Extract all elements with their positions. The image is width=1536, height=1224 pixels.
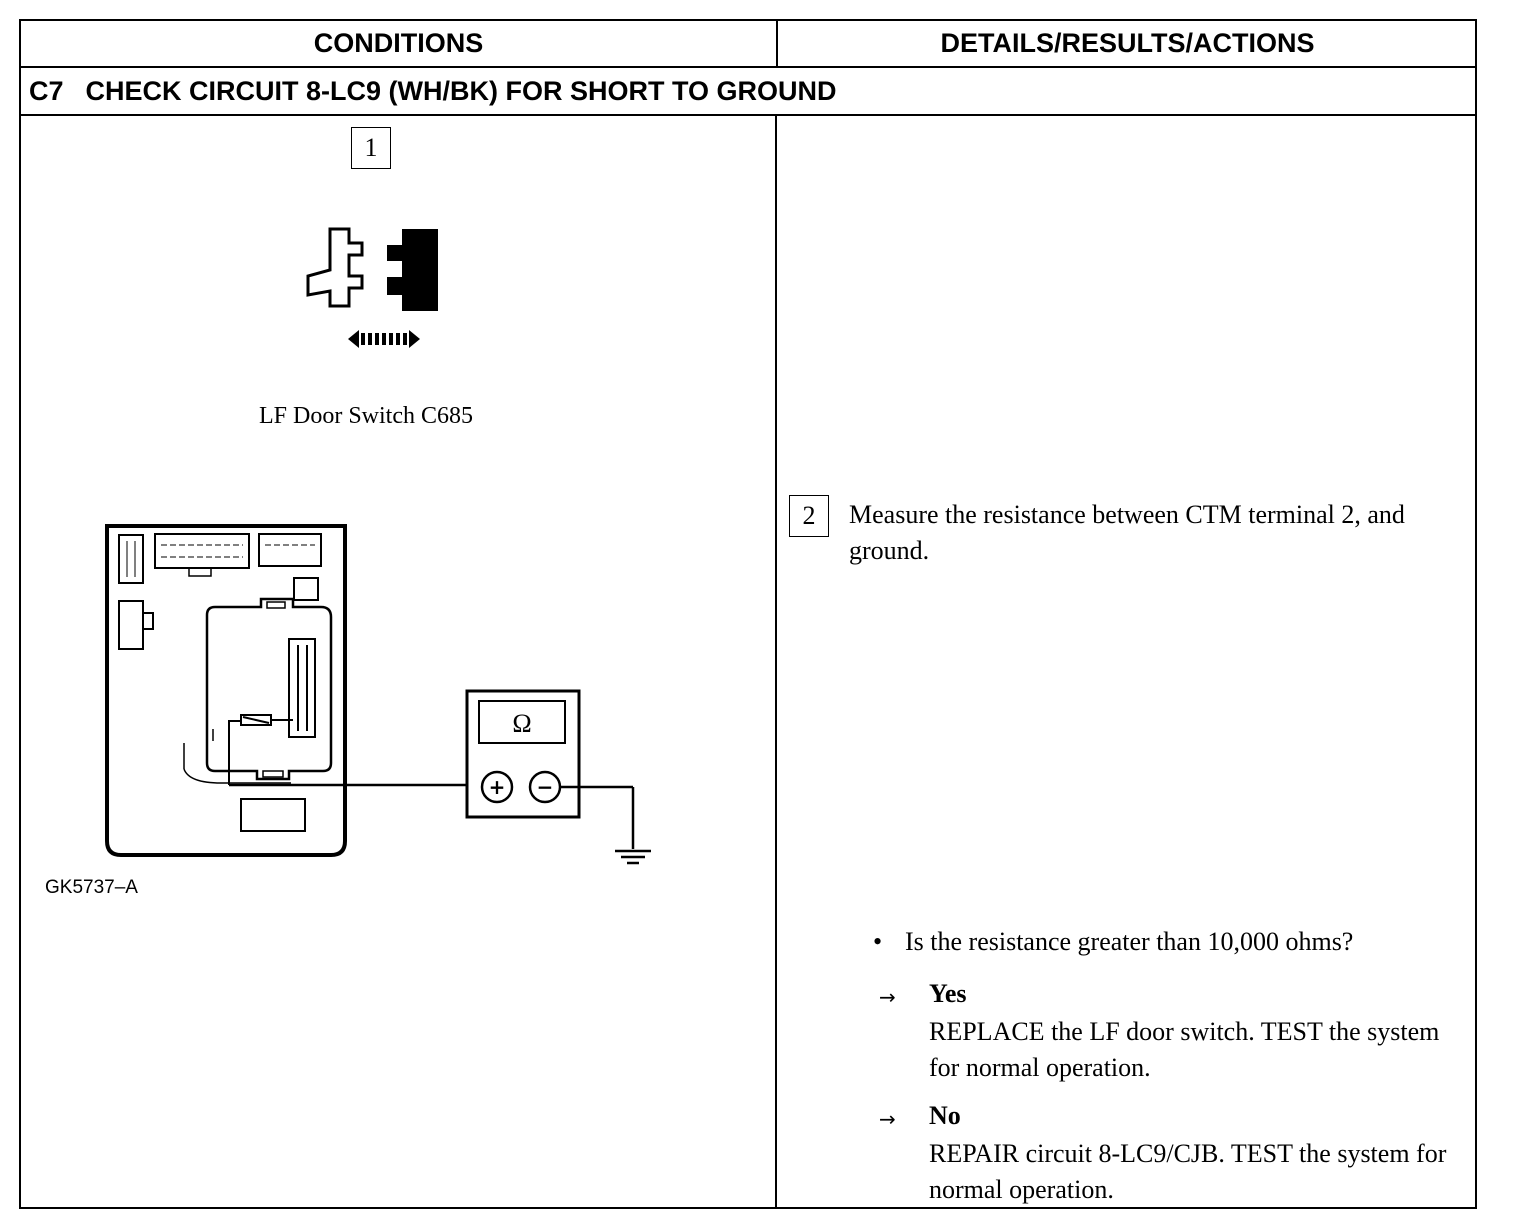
ohm-symbol: Ω — [512, 709, 531, 738]
condition-number-box: 1 — [351, 127, 391, 169]
door-switch-caption: LF Door Switch C685 — [259, 403, 474, 429]
step-title-row: C7 CHECK CIRCUIT 8-LC9 (WH/BK) FOR SHORT … — [29, 69, 837, 113]
ctm-module-icon — [105, 524, 347, 857]
details-results-actions-header: DETAILS/RESULTS/ACTIONS — [940, 28, 1315, 58]
yes-label: Yes — [929, 979, 967, 1008]
divider — [21, 114, 1477, 116]
step-number-box: 2 — [789, 495, 829, 537]
question: • Is the resistance greater than 10,000 o… — [873, 927, 1353, 957]
minus-terminal-icon: − — [537, 775, 554, 799]
divider — [21, 66, 1477, 68]
no-action: REPAIR circuit 8-LC9/CJB. TEST the syste… — [929, 1139, 1447, 1204]
test-probe-icon — [228, 714, 497, 787]
step-title: CHECK CIRCUIT 8-LC9 (WH/BK) FOR SHORT TO… — [85, 76, 837, 106]
diagnostic-table: CONDITIONS DETAILS/RESULTS/ACTIONS C7 CHE… — [19, 19, 1477, 1209]
question-text: Is the resistance greater than 10,000 oh… — [905, 927, 1354, 956]
measurement-instruction: Measure the resistance between CTM termi… — [849, 500, 1405, 565]
no-label: No — [929, 1101, 961, 1130]
column-divider — [775, 116, 777, 1209]
double-arrow-icon — [348, 330, 420, 348]
door-switch-connector-icon — [306, 227, 438, 311]
yes-arrow-icon: → — [879, 985, 896, 1009]
conditions-header: CONDITIONS — [21, 21, 778, 67]
figure-id: GK5737–A — [45, 877, 138, 898]
yes-action: REPLACE the LF door switch. TEST the sys… — [929, 1017, 1440, 1082]
ohmmeter-icon — [465, 689, 635, 849]
plus-terminal-icon: + — [489, 775, 506, 799]
step-code: C7 — [29, 76, 64, 106]
bullet-icon: • — [873, 927, 883, 956]
no-arrow-icon: → — [879, 1107, 896, 1131]
illustrations: Ω + − — [105, 227, 651, 865]
ground-icon — [615, 849, 651, 865]
